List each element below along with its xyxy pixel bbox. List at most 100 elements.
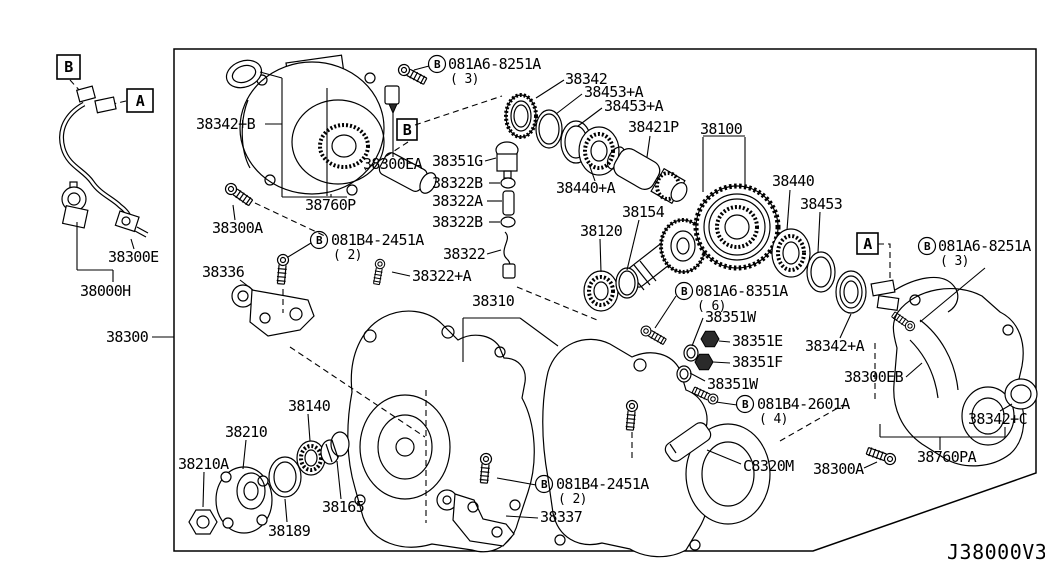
label-081b4-2451a: 081B4-2451A [556,475,649,493]
bolt-38300a [222,180,255,208]
rear-housing-38760pa [892,288,1025,467]
label-38337: 38337 [540,508,582,526]
label-38000h: 38000H [80,282,131,300]
bearing-38120 [583,270,619,312]
seal-38342a [835,270,867,314]
label-38421p: 38421P [628,118,679,136]
bracket-38336 [231,284,315,337]
cap-38342b [225,59,263,89]
harness-assembly: B A [56,54,154,282]
label-38300a: 38300A [813,460,864,478]
circled-b-icon: B [316,234,323,247]
cap-38342c [1004,378,1038,410]
label-38342a: 38342+A [805,337,865,355]
label-38120: 38120 [580,222,623,240]
callout-letter-b: B [64,58,73,76]
label-38100: 38100 [700,120,743,138]
label-38310: 38310 [472,292,515,310]
label-qty: ( 4) [759,412,788,427]
seal-38453a [535,109,563,149]
projection-dashed-lines [254,95,891,523]
label-38440: 38440 [772,172,815,190]
label-38300a: 38300A [212,219,263,237]
callout-letter-a: A [136,92,145,110]
label-qty: ( 3) [940,254,969,269]
label-38300e: 38300E [108,248,159,266]
bolt-081a6-8351a [638,323,668,347]
label-38342c: 38342+C [968,410,1027,428]
bolt-081b4-2451a [274,253,290,285]
diagram-code: J38000V3 [947,540,1045,564]
label-38154: 38154 [622,203,665,221]
label-qty: ( 2) [333,248,362,263]
bolt-081a6-8251a [395,61,429,87]
leader-lines [152,65,1013,523]
label-38165: 38165 [322,498,364,516]
circled-b-icon: B [681,285,688,298]
sensor-38300ea [384,85,400,115]
label-38322b: 38322B [432,213,483,231]
seal-38453 [806,251,836,293]
bolt-callout-081b4-2451a-lower: B 081B4-2451A ( 2) [534,474,650,507]
bolt-callout-081a6-8351a: B 081A6-8351A ( 6) [674,281,789,314]
bolt-callout-081a6-8251a-right: B 081A6-8251A ( 3) [917,236,1032,269]
circled-b-icon: B [742,398,749,411]
callout-box-a-left [126,88,154,113]
label-38453a: 38453+A [584,83,644,101]
label-38342b: 38342+B [196,115,256,133]
sensor-38300e [114,210,149,238]
harness-connector [75,85,97,103]
bolt-callout-081a6-8251a-top: B 081A6-8251A ( 3) [427,54,542,87]
breather-tube-38322a [502,190,515,216]
callout-box-b-left [56,54,81,80]
label-38322: 38322 [443,245,485,263]
breather-connector-c8320m [664,422,712,462]
bolt-38300a [864,445,898,467]
callout-letter-a: A [863,235,872,253]
bracket-lines [76,222,135,282]
label-38300: 38300 [106,328,149,346]
label-38440a: 38440+A [556,179,616,197]
plug-38351e [700,330,720,348]
companion-flange-38210 [215,466,273,534]
hose-clamp-38322b [500,177,516,189]
neutral-switch [61,181,89,229]
label-38760pa: 38760PA [917,448,977,466]
label-081b4-2451a: 081B4-2451A [331,231,424,249]
label-38342: 38342 [565,70,607,88]
bearing-38440 [771,228,811,278]
bolt-callout-081b4-2451a-upper: B 081B4-2451A ( 2) [309,230,425,263]
label-38189: 38189 [268,522,311,540]
label-38453: 38453 [800,195,842,213]
washer-38351w [683,344,699,362]
label-38351f: 38351F [732,353,783,371]
label-38210a: 38210A [178,455,229,473]
label-38351e: 38351E [732,332,783,350]
breather-cap-38351g [495,141,519,179]
label-38140: 38140 [288,397,331,415]
bearing-38140 [296,440,326,476]
flange-nut-38210a [188,509,218,535]
label-qty: ( 2) [558,492,587,507]
label-38760p: 38760P [305,196,356,214]
label-081a6-8351a: 081A6-8351A [695,282,788,300]
front-actuator-38760p [239,54,437,196]
callout-letter-b: B [403,121,412,139]
circled-b-icon: B [541,478,548,491]
label-38322a: 38322A [432,192,483,210]
carrier-case-left-half [347,310,535,553]
oil-seal-38189 [268,456,302,498]
circled-b-icon: B [924,240,931,253]
label-qty: ( 3) [450,72,479,87]
spacer-38165 [320,431,350,465]
label-38322pa: 38322+A [412,267,472,285]
shim-38154 [615,267,639,299]
label-38351g: 38351G [432,152,483,170]
bracket-38337 [436,489,515,547]
callout-box-a-right [856,232,879,255]
label-38322b: 38322B [432,174,483,192]
label-081b4-2601a: 081B4-2601A [757,395,850,413]
harness-connector [94,96,117,114]
